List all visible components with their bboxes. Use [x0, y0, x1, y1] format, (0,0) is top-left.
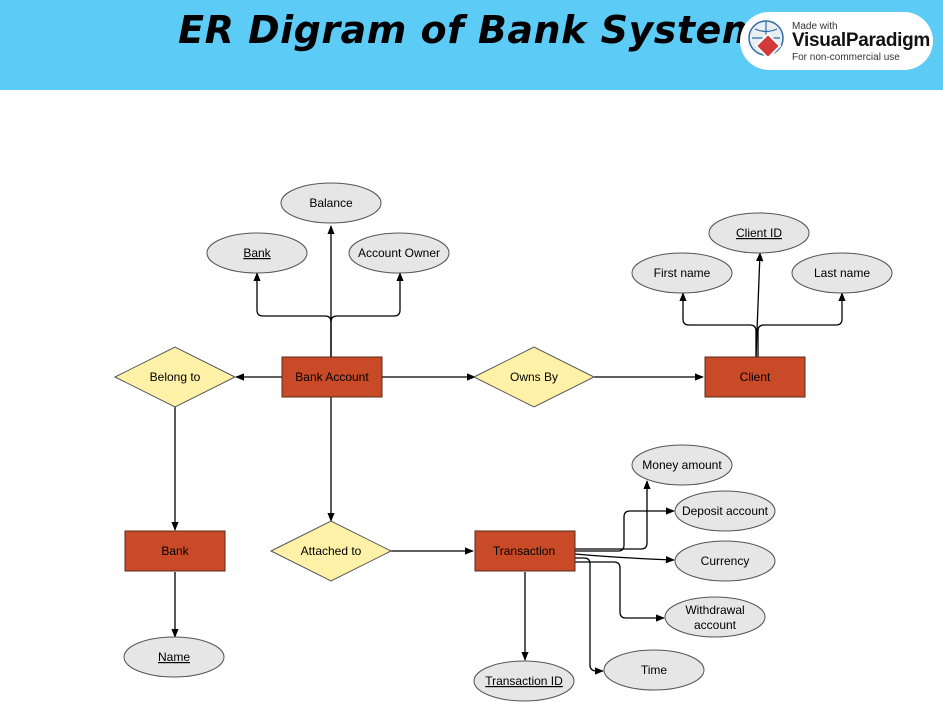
attribute-balance-label: Balance — [309, 196, 353, 210]
connector-transaction-currency — [574, 553, 675, 564]
attribute-deposit-account[interactable]: Deposit account — [674, 490, 776, 532]
entity-bank-label: Bank — [161, 544, 189, 558]
relationship-belong-to-label: Belong to — [150, 370, 201, 384]
attribute-client-id-label: Client ID — [736, 226, 782, 240]
attribute-account-owner-label: Account Owner — [358, 246, 440, 260]
attribute-client-id[interactable]: Client ID — [708, 212, 810, 254]
attribute-withdrawal-account[interactable]: Withdrawal account — [664, 596, 766, 638]
entity-bank-account[interactable]: Bank Account — [281, 356, 383, 398]
connector-client-firstname — [679, 292, 757, 357]
relationship-attached-to-label: Attached to — [301, 544, 362, 558]
connector-transaction-time — [575, 557, 604, 675]
connector-transaction-withdrawal — [575, 561, 665, 622]
relationship-belong-to[interactable]: Belong to — [113, 346, 237, 408]
relationship-attached-to[interactable]: Attached to — [269, 520, 393, 582]
attribute-withdrawal-label-line2: account — [694, 618, 737, 632]
attribute-first-name[interactable]: First name — [631, 252, 733, 294]
badge-license-text: For non-commercial use — [792, 52, 900, 63]
attribute-last-name[interactable]: Last name — [791, 252, 893, 294]
attribute-first-name-label: First name — [654, 266, 711, 280]
page-title: ER Digram of Bank System — [178, 8, 762, 52]
made-with-badge[interactable]: Made with VisualParadigm For non-commerc… — [740, 12, 933, 70]
attribute-deposit-account-label: Deposit account — [682, 504, 769, 518]
connector-client-lastname — [757, 292, 846, 357]
connector-transaction-moneyamount — [575, 480, 651, 550]
relationship-owns-by[interactable]: Owns By — [472, 346, 596, 408]
entity-bank-account-label: Bank Account — [295, 370, 369, 384]
connector-transaction-deposit — [575, 507, 675, 552]
attribute-currency[interactable]: Currency — [674, 540, 776, 582]
attribute-balance[interactable]: Balance — [280, 182, 382, 224]
attribute-last-name-label: Last name — [814, 266, 870, 280]
attribute-transaction-id-label: Transaction ID — [485, 674, 563, 688]
attribute-bank-label: Bank — [243, 246, 271, 260]
badge-made-with-text: Made with — [792, 21, 838, 32]
relationship-owns-by-label: Owns By — [510, 370, 558, 384]
connector-bankaccount-bank-attr — [253, 272, 332, 357]
entity-transaction-label: Transaction — [493, 544, 555, 558]
attribute-name[interactable]: Name — [123, 636, 225, 678]
entity-bank[interactable]: Bank — [124, 530, 226, 572]
entity-transaction[interactable]: Transaction — [474, 530, 576, 572]
entity-client-label: Client — [740, 370, 771, 384]
attribute-bank[interactable]: Bank — [206, 232, 308, 274]
attribute-transaction-id[interactable]: Transaction ID — [473, 660, 575, 702]
attribute-money-amount[interactable]: Money amount — [631, 444, 733, 486]
attribute-money-amount-label: Money amount — [642, 458, 722, 472]
attribute-time[interactable]: Time — [603, 649, 705, 691]
attribute-withdrawal-label-line1: Withdrawal — [685, 603, 744, 617]
badge-brand-text: VisualParadigm — [792, 30, 931, 51]
visual-paradigm-logo-icon — [748, 20, 784, 60]
attribute-time-label: Time — [641, 663, 668, 677]
connector-client-clientid — [755, 252, 764, 358]
connector-bankaccount-owner — [330, 272, 404, 323]
attribute-currency-label: Currency — [701, 554, 750, 568]
attribute-name-label: Name — [158, 650, 190, 664]
attribute-account-owner[interactable]: Account Owner — [348, 232, 450, 274]
entity-client[interactable]: Client — [704, 356, 806, 398]
